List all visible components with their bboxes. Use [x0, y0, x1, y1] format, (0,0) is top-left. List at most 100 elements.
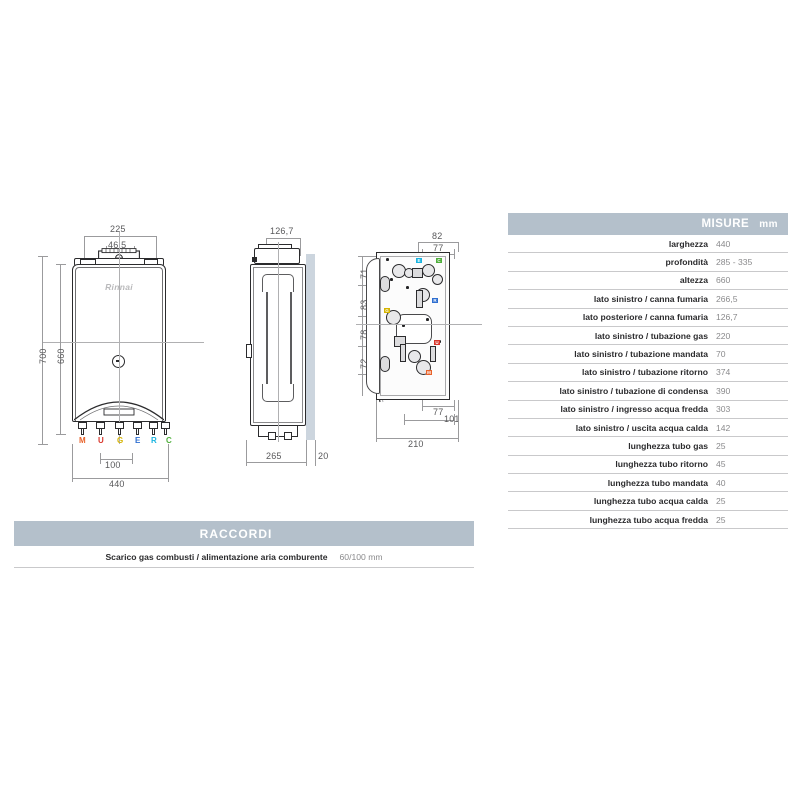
misure-table-row-value: 266,5 [716, 293, 738, 304]
marker-dot-3 [402, 324, 405, 327]
marker-gas: G [384, 308, 390, 313]
dim-line-700 [42, 256, 43, 444]
port-uscita [96, 422, 105, 435]
dim-label-82: 82 [432, 231, 443, 241]
dim-line-77-bottom [422, 406, 454, 407]
port-ritorno [149, 422, 158, 435]
side-flue-cap [258, 244, 292, 249]
ext-line-1267-right [300, 238, 301, 256]
port-mandata [78, 422, 87, 435]
ext-line-225-right [156, 236, 157, 258]
ext-line-20-right [315, 440, 316, 466]
port-label-c: C [166, 436, 172, 445]
ext-line-210-left [376, 400, 377, 442]
side-heat-bar-right [290, 292, 292, 384]
ext-line-77bot-left [422, 400, 423, 411]
misure-table-row-label: larghezza [668, 238, 708, 249]
port-condensa [161, 422, 170, 435]
misure-table-row-value: 25 [716, 496, 726, 507]
ext-line-101-left [404, 414, 405, 425]
raccordi-table-row-label: Scarico gas combusti / alimentazione ari… [105, 551, 328, 562]
component-circulator [408, 350, 421, 363]
dim-line-101 [404, 420, 454, 421]
marker-return: R [432, 298, 438, 303]
dim-line-100 [100, 459, 132, 460]
dim-line-225 [84, 236, 156, 237]
marker-dot-6 [386, 258, 389, 261]
misure-table-row-value: 45 [716, 459, 726, 470]
misure-table-row: lato posteriore / canna fumaria 126,7 [508, 309, 788, 327]
dim-label-225: 225 [110, 224, 126, 234]
raccordi-header-title: RACCORDI [199, 526, 273, 541]
dim-label-101: 101 [444, 414, 460, 424]
ext-line-101-right [454, 414, 455, 425]
ext-line-100-left [100, 453, 101, 464]
port-label-g: G [117, 436, 124, 445]
dim-line-82 [418, 242, 458, 243]
ext-line-82-right [458, 242, 459, 252]
component-mount-lower [380, 356, 390, 372]
marker-flow: M [426, 370, 432, 375]
component-mount-upper [380, 276, 390, 292]
dim-line-265 [246, 462, 306, 463]
ext-line-77bot-right [454, 400, 455, 411]
misure-table-row-value: 660 [716, 275, 731, 286]
misure-table-row-value: 70 [716, 349, 726, 360]
tick-700-top [38, 256, 48, 257]
misure-table-row-label: lunghezza tubo mandata [607, 477, 708, 488]
side-fitting-a [268, 432, 276, 440]
misure-table-row-value: 25 [716, 514, 726, 525]
misure-table-row-label: lato sinistro / tubazione gas [594, 330, 708, 341]
port-label-e: E [135, 436, 141, 445]
side-view-drawing: 126,7 265 20 [228, 212, 358, 502]
misure-table-row-value: 25 [716, 440, 726, 451]
raccordi-table-row-value: 60/100 mm [339, 551, 383, 562]
internal-left-panel [366, 258, 380, 394]
misure-table-row-label: lunghezza tubo ritorno [615, 459, 708, 470]
internal-layout-drawing: 82 77 71 83 78 72 [356, 228, 488, 460]
raccordi-row-container: Scarico gas combusti / alimentazione ari… [14, 546, 474, 568]
marker-cold-inlet: E [416, 258, 422, 263]
dim-label-660: 660 [56, 348, 66, 364]
ext-line-77top-right [454, 249, 455, 259]
component-box-a [412, 268, 423, 278]
ext-line-82-left [418, 242, 419, 252]
internal-center-line [356, 324, 482, 325]
dim-line-660 [60, 264, 61, 434]
center-line-vertical [119, 232, 120, 444]
marker-hot-outlet: U [434, 340, 440, 345]
dim-label-465: 46,5 [108, 240, 127, 250]
dim-label-440: 440 [109, 479, 125, 489]
ext-line-440-right [168, 444, 169, 482]
misure-table-row-value: 285 - 335 [716, 257, 753, 268]
ext-line-210-right [458, 400, 459, 442]
misure-table-header: MISURE mm [508, 213, 788, 235]
marker-dot-2 [406, 286, 409, 289]
front-view-drawing: 225 46,5 Ri [20, 212, 220, 502]
component-bar-a [400, 344, 406, 362]
side-left-tab [246, 344, 252, 358]
control-dial [112, 355, 125, 368]
brand-logo: Rinnai [72, 282, 166, 292]
raccordi-table-row: Scarico gas combusti / alimentazione ari… [14, 546, 474, 568]
raccordi-table-header: RACCORDI [14, 521, 474, 546]
misure-table-row-label: lato sinistro / uscita acqua calda [575, 422, 708, 433]
port-label-r: R [151, 436, 157, 445]
dim-label-210: 210 [408, 439, 424, 449]
ext-line-100-right [132, 453, 133, 464]
dim-label-700: 700 [38, 348, 48, 364]
ext-line-265-right [306, 440, 307, 466]
tick-700-bottom [38, 444, 48, 445]
misure-table-row-value: 126,7 [716, 312, 738, 323]
misure-table-row-value: 374 [716, 367, 731, 378]
misure-table-row-label: lato posteriore / canna fumaria [582, 312, 708, 323]
